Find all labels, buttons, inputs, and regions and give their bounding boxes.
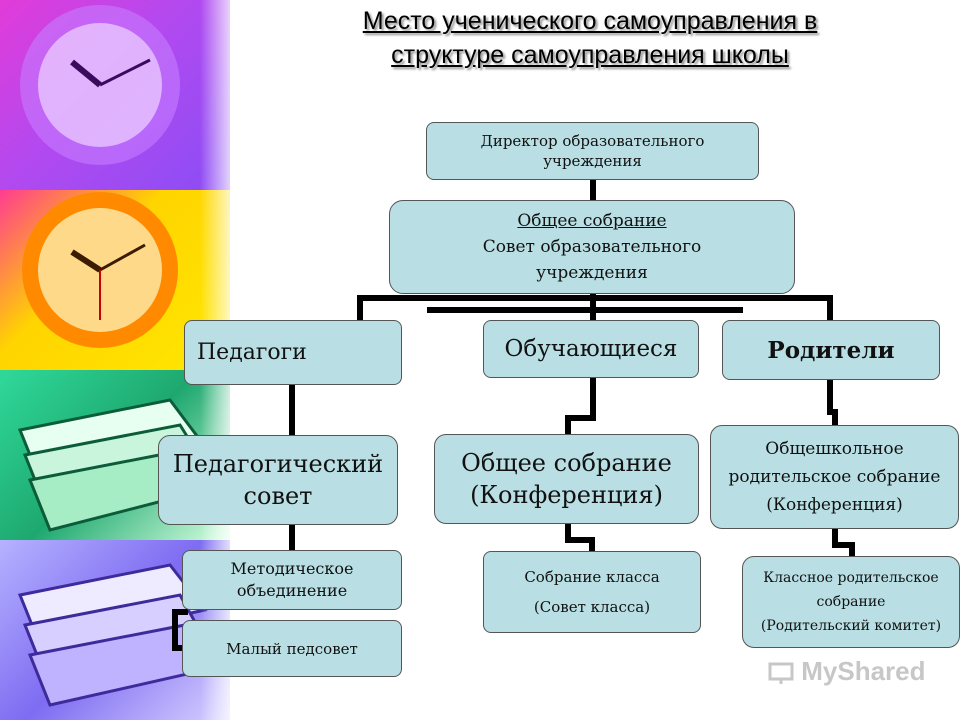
council-line-1: Общее собрание (517, 211, 667, 231)
books-icon (17, 563, 208, 707)
parents-label: Родители (767, 336, 895, 364)
clock-icon (22, 192, 178, 348)
class-meeting-box: Собрание класса (Совет класса) (483, 551, 701, 633)
council-line-3: учреждения (536, 263, 648, 283)
students-label: Обучающиеся (504, 336, 678, 362)
director-box: Директор образовательного учреждения (426, 122, 759, 180)
teachers-label: Педагоги (197, 340, 307, 365)
director-line-1: Директор образовательного (480, 132, 705, 150)
school-parent-meeting-line-2: родительское собрание (728, 467, 941, 487)
general-meeting-line-1: Общее собрание (461, 449, 672, 477)
class-parent-meeting-line-3: (Родительский комитет) (760, 618, 942, 634)
students-box: Обучающиеся (483, 320, 699, 378)
general-meeting-line-2: (Конференция) (470, 481, 663, 509)
watermark-text: MyShared (801, 656, 926, 686)
council-box: Общее собрание Совет образовательного уч… (389, 200, 795, 294)
ped-council-line-1: Педагогический (172, 450, 384, 478)
ped-council-line-2: совет (243, 482, 313, 510)
class-meeting-line-1: Собрание класса (524, 568, 660, 586)
small-pedsovet-box: Малый педсовет (182, 620, 402, 677)
council-line-2: Совет образовательного (482, 237, 702, 257)
teachers-box: Педагоги (184, 320, 402, 385)
page-title: Место ученического самоуправления в стру… (280, 4, 900, 72)
parents-box: Родители (722, 320, 940, 380)
clock-icon (20, 5, 180, 165)
general-meeting-box: Общее собрание (Конференция) (434, 434, 699, 524)
class-parent-meeting-line-1: Классное родительское (763, 570, 939, 586)
school-parent-meeting-box: Общешкольное родительское собрание (Конф… (710, 425, 959, 529)
class-parent-meeting-line-2: собрание (816, 594, 886, 610)
school-parent-meeting-line-3: (Конференция) (766, 495, 903, 515)
title-line-1: Место ученического самоуправления в (362, 7, 818, 35)
pedagogical-council-box: Педагогический совет (158, 435, 398, 525)
method-union-line-1: Методическое (230, 559, 354, 578)
method-union-line-2: объединение (236, 581, 348, 600)
title-line-2: структуре самоуправления школы (391, 41, 789, 69)
small-pedsovet-label: Малый педсовет (226, 639, 358, 658)
myshared-watermark: MyShared (768, 656, 926, 687)
methodical-union-box: Методическое объединение (182, 550, 402, 610)
class-meeting-line-2: (Совет класса) (533, 598, 651, 616)
clock-image-purple (0, 0, 230, 190)
director-line-2: учреждения (543, 152, 642, 170)
presentation-logo-icon (768, 662, 794, 685)
class-parent-meeting-box: Классное родительское собрание (Родитель… (742, 556, 960, 648)
school-parent-meeting-line-1: Общешкольное (765, 439, 904, 459)
